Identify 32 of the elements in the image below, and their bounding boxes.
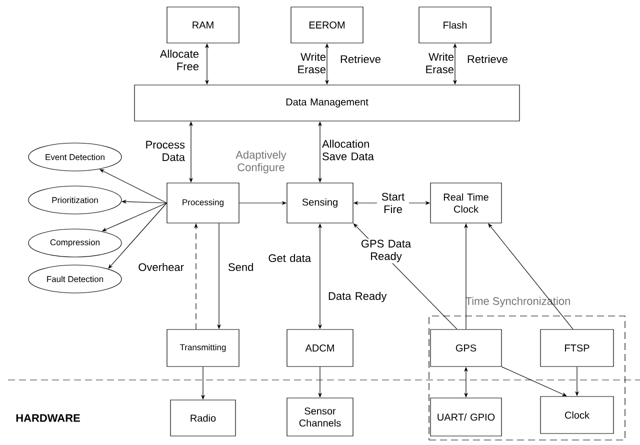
arrow [502,366,567,396]
process-box: Real Time Clock [430,182,502,224]
process-box: FTSP [540,329,614,367]
process-box: Flash [418,6,492,44]
process-box: Sensing [286,182,354,224]
edge-label: Write Erase [426,52,454,74]
edge-label: Send [228,262,253,272]
process-box: RAM [166,6,240,44]
side-label: Data Ready [328,292,387,302]
process-box: GPS [430,329,502,367]
note-label: Adaptively Configure [236,150,286,174]
process-box: Clock [540,396,614,434]
process-box: UART/ GPIO [430,398,502,436]
edge-label: Write Erase [298,52,326,74]
side-label: Retrieve [340,54,380,64]
process-box: Transmitting [166,329,240,367]
process-box: Radio [170,400,236,436]
process-box: Sensor Channels [286,398,354,436]
edge-label: GPS Data Ready [355,238,417,264]
edge-label: Start Fire [377,192,409,214]
process-box: ADCM [286,329,354,367]
edge-label: Allocate Free [160,50,199,70]
process-box: Data Management [134,84,520,122]
process-box: Processing [166,182,240,224]
arrow [108,202,167,269]
process-box: EEROM [290,6,364,44]
edge-label: Process Data [146,140,185,162]
edge-label: Allocation Save Data [322,140,374,160]
edge-label: Overhear [138,262,184,272]
side-label: Retrieve [468,54,508,64]
section-label: HARDWARE [16,414,80,422]
edge-label: Get data [268,254,311,262]
